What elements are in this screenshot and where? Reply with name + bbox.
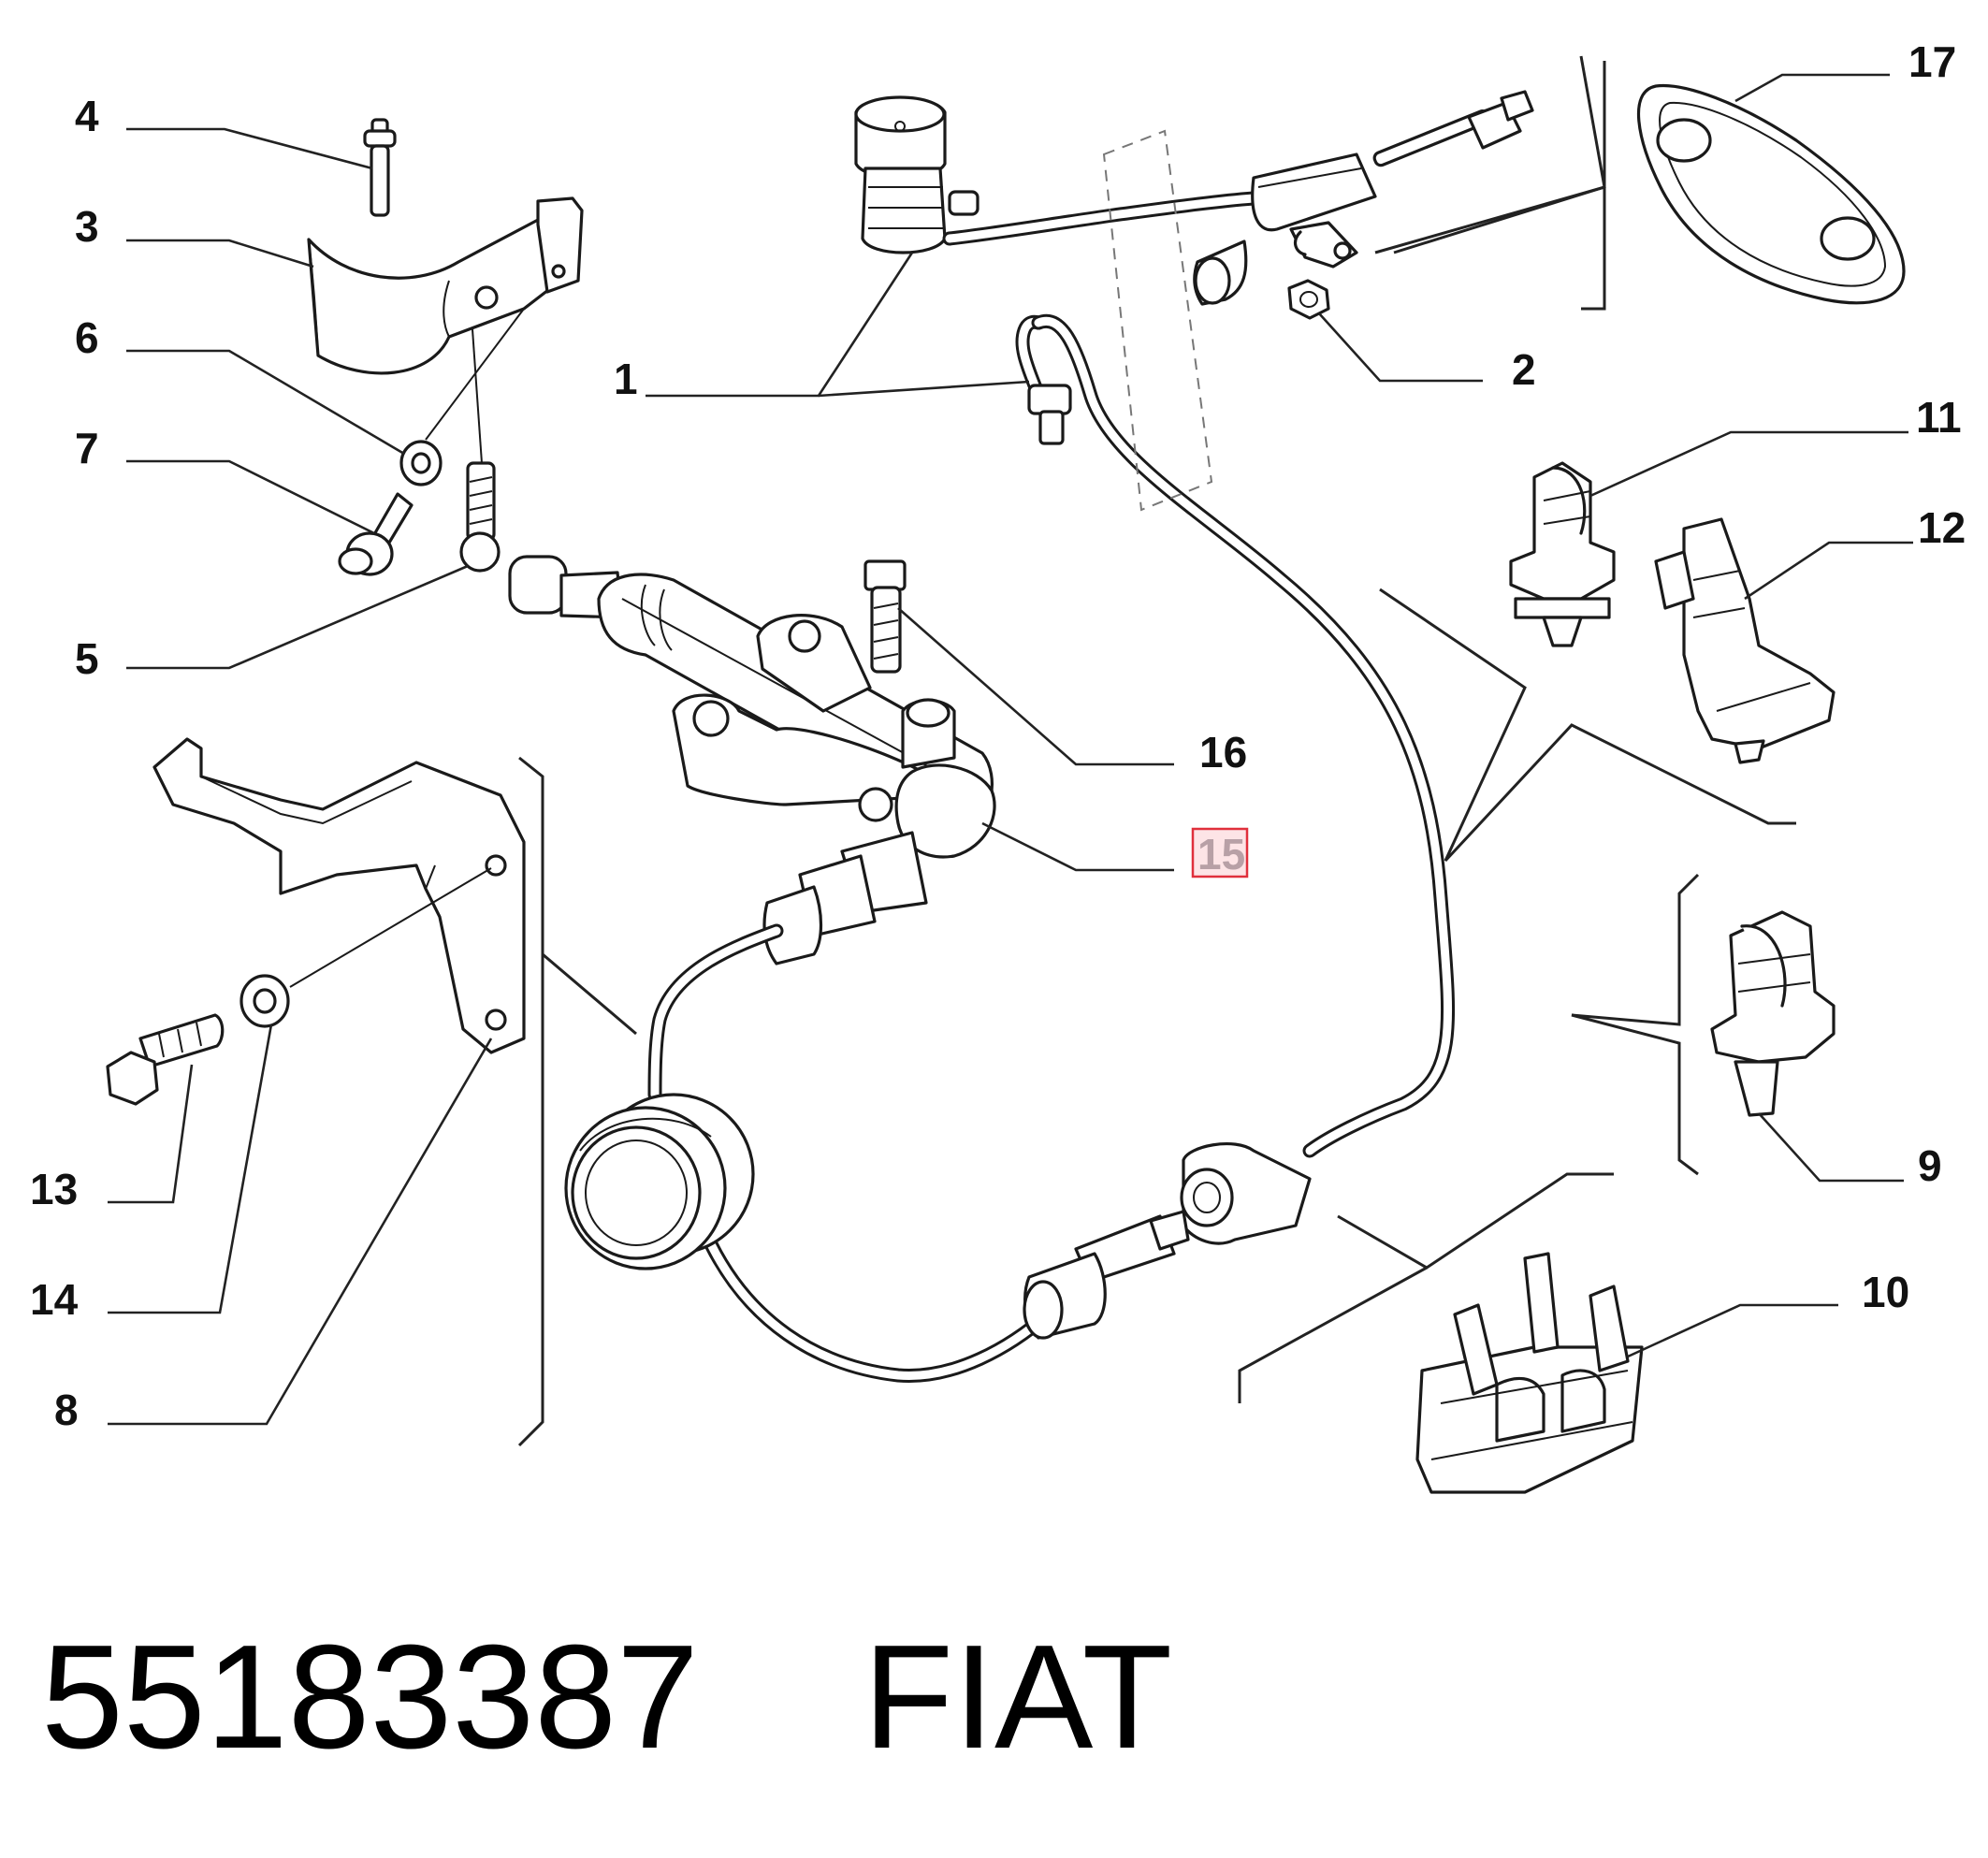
part-8-lower-bracket [152,737,526,1054]
assembly-lines-bottom-left [289,867,492,988]
part-9-clip [1710,910,1836,1117]
callout-17[interactable]: 17 [1908,37,1956,86]
brand-name: FIAT [863,1615,1173,1779]
callout-15[interactable]: 15 [1197,830,1245,878]
callout-15-highlight [1191,827,1249,878]
leader-5 [126,564,469,670]
callout-2[interactable]: 2 [1512,345,1536,394]
callout-14[interactable]: 14 [30,1275,79,1324]
leader-2 [1318,312,1483,383]
leader-3 [126,239,314,269]
callout-10[interactable]: 10 [1862,1268,1909,1316]
grouping-brackets [517,55,1796,1447]
part-caption: 55183387 FIAT [41,1623,1172,1771]
part-14-washer [239,974,290,1028]
leader-14 [108,1023,273,1314]
leader-4 [126,127,373,170]
leader-7 [126,459,375,535]
callout-16[interactable]: 16 [1199,728,1247,777]
leader-1b [818,380,1030,398]
callout-4[interactable]: 4 [75,92,99,140]
callout-5[interactable]: 5 [75,634,99,683]
leader-16 [897,607,1174,766]
leader-1a [646,252,914,398]
part-2-nut [1287,279,1330,320]
part-16-bolt [863,559,907,674]
part-6-washer [399,440,443,486]
leader-6 [126,349,405,456]
part-13-bolt [106,1013,225,1106]
part-10-multi-clip [1415,1252,1644,1494]
part-1-master-cylinder [854,90,1534,306]
callout-7[interactable]: 7 [75,424,99,472]
part-4-screw [363,118,397,217]
leader-12 [1744,541,1913,601]
leader-15 [981,821,1174,872]
callout-9[interactable]: 9 [1918,1141,1942,1190]
callout-labels: 4 3 6 7 5 1 2 17 11 12 16 15 9 10 13 14 … [30,37,1966,1434]
callout-1[interactable]: 1 [614,355,638,403]
leader-17 [1734,73,1890,103]
part-number: 55183387 [41,1615,699,1779]
callout-6[interactable]: 6 [75,313,99,362]
pipe-connector [1023,1142,1312,1340]
leader-10 [1627,1303,1838,1358]
leader-9 [1758,1112,1904,1183]
part-5-bolt [459,461,501,573]
callout-8[interactable]: 8 [54,1386,79,1434]
leader-lines [108,73,1913,1426]
leader-8 [108,1038,493,1426]
part-11-clip [1509,461,1616,647]
leader-13 [108,1064,194,1204]
concentric-slave-cylinder [564,1093,755,1270]
part-15-slave-cylinder [508,555,996,965]
assembly-lines-top-left [425,308,525,464]
callout-12[interactable]: 12 [1918,503,1966,552]
part-12-clip-bracket [1654,517,1836,764]
callout-11[interactable]: 11 [1916,393,1962,442]
part-7-stud [338,492,414,576]
callout-3[interactable]: 3 [75,202,99,251]
part-3-bracket [307,196,584,375]
dashed-outline [1102,129,1213,512]
part-17-gasket [1636,83,1906,305]
callout-13[interactable]: 13 [30,1165,78,1213]
leader-11 [1589,430,1908,498]
clutch-hydraulic-pipe [647,313,1456,1383]
